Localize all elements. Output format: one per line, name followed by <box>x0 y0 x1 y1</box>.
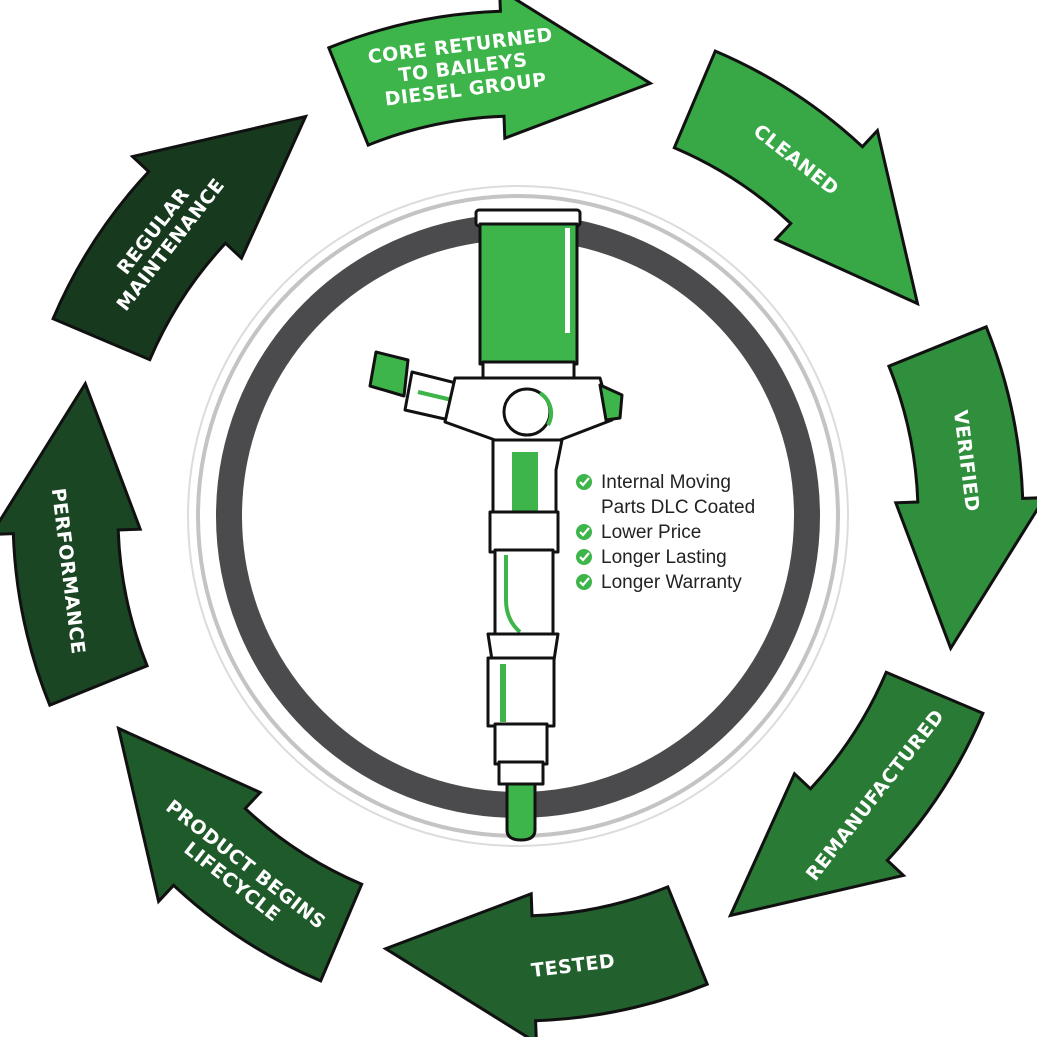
arrow-cleaned <box>672 49 920 307</box>
step-label-core-returned: CORE RETURNEDTO BAILEYSDIESEL GROUP <box>367 24 560 112</box>
check-mark-icon <box>579 527 590 537</box>
arrow-core-returned <box>326 0 654 148</box>
feature-item-text: Parts DLC Coated <box>601 497 755 518</box>
feature-item-text: Internal Moving <box>601 472 731 493</box>
feature-item-text: Longer Warranty <box>601 572 742 593</box>
check-circle-icon <box>576 574 592 590</box>
check-mark-icon <box>579 577 590 587</box>
arrow-remanufactured <box>727 670 985 918</box>
feature-item-text: Lower Price <box>601 522 701 543</box>
arrow-regular-maintenance <box>51 114 309 362</box>
arrow-verified <box>886 324 1037 652</box>
feature-item-text: Longer Lasting <box>601 547 727 568</box>
check-circle-icon <box>576 549 592 565</box>
check-mark-icon <box>579 477 590 487</box>
check-circle-icon <box>576 474 592 490</box>
arrow-product-begins-lifecycle <box>116 725 364 983</box>
outer-ring <box>187 185 849 847</box>
arrow-performance <box>0 380 150 708</box>
check-circle-icon <box>576 524 592 540</box>
fuel-injector-icon <box>368 208 624 842</box>
check-mark-icon <box>579 552 590 562</box>
arrow-tested <box>382 884 710 1042</box>
